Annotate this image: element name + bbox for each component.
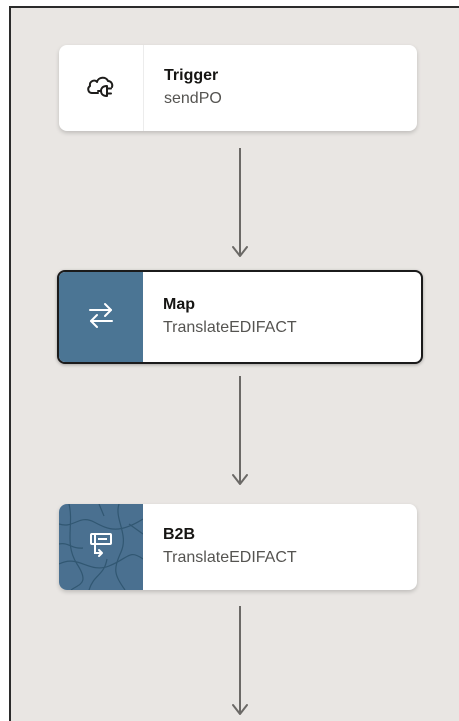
connector-arrow [232, 606, 248, 718]
connector-arrow [232, 376, 248, 488]
node-title: Trigger [164, 67, 219, 84]
node-subtitle: sendPO [164, 90, 222, 107]
swap-arrows-icon [86, 302, 116, 333]
b2b-node-text: B2B TranslateEDIFACT [143, 504, 417, 590]
b2b-icon-container [59, 504, 143, 590]
node-subtitle: TranslateEDIFACT [163, 549, 297, 566]
map-icon-container [59, 272, 143, 362]
node-title: B2B [163, 526, 196, 543]
b2b-node[interactable]: B2B TranslateEDIFACT [59, 504, 417, 590]
node-subtitle: TranslateEDIFACT [163, 319, 297, 336]
trigger-node[interactable]: Trigger sendPO [59, 45, 417, 131]
trigger-node-text: Trigger sendPO [144, 45, 417, 131]
cloud-plug-icon [86, 73, 116, 104]
trigger-icon-container [59, 45, 144, 131]
integration-canvas: Trigger sendPO Map TranslateEDIFACT [9, 6, 459, 721]
map-pattern-decoration [59, 504, 143, 590]
map-node[interactable]: Map TranslateEDIFACT [57, 270, 423, 364]
map-node-text: Map TranslateEDIFACT [143, 272, 421, 362]
b2b-message-icon [86, 531, 116, 564]
connector-arrow [232, 148, 248, 260]
node-title: Map [163, 296, 195, 313]
